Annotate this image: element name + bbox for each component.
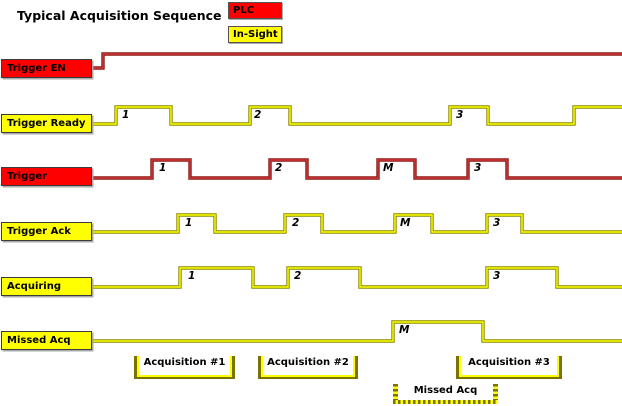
pulse-label-missed-acq-M: M: [399, 324, 410, 336]
pulse-label-acquiring-2: 2: [294, 270, 302, 282]
signal-label-trigger-ack: Trigger Ack: [1, 222, 92, 241]
pulse-label-trigger-ready-2: 2: [254, 109, 262, 121]
signal-label-missed-acq: Missed Acq: [1, 331, 92, 350]
bracket-label-acquisition-2: Acquisition #2: [267, 357, 349, 368]
trigger-en-waveform: [91, 53, 622, 69]
pulse-label-trigger-M: M: [383, 162, 394, 174]
missed-acq-waveform: [91, 321, 622, 342]
trigger-ack-waveform: [91, 214, 622, 233]
pulse-label-trigger-ack-2: 2: [292, 217, 300, 229]
pulse-label-trigger-ack-3: 3: [493, 217, 501, 229]
acquiring-waveform: [91, 267, 622, 288]
signal-label-acquiring: Acquiring: [1, 277, 92, 296]
pulse-label-trigger-1: 1: [159, 162, 167, 174]
bracket-acquisition-2: Acquisition #2: [258, 356, 358, 379]
bracket-acquisition-1: Acquisition #1: [134, 356, 235, 379]
diagram-title: Typical Acquisition Sequence: [17, 8, 222, 23]
dashed-bar-right-missed-acq-span: [493, 384, 498, 400]
signal-label-trigger: Trigger: [1, 167, 92, 186]
bracket-inner-acquisition-3: [459, 356, 559, 377]
pulse-label-trigger-3: 3: [474, 162, 482, 174]
pulse-label-trigger-2: 2: [275, 162, 283, 174]
signal-label-trigger-en: Trigger EN: [1, 59, 92, 78]
acquiring-waveform: [91, 266, 622, 289]
bracket-inner-acquisition-1: [137, 356, 232, 377]
pulse-label-trigger-ready-1: 1: [122, 109, 130, 121]
legend-insight-swatch: In-Sight: [228, 26, 282, 43]
signal-label-trigger-ready: Trigger Ready: [1, 114, 92, 133]
bracket-acquisition-3: Acquisition #3: [456, 356, 562, 379]
trigger-waveform: [91, 158, 622, 180]
trigger-ack-waveform: [91, 213, 622, 234]
pulse-label-trigger-ack-1: 1: [185, 217, 193, 229]
pulse-label-trigger-ack-M: M: [400, 217, 411, 229]
pulse-label-trigger-ready-3: 3: [456, 109, 464, 121]
bracket-missed-acq-span: Missed Acq: [393, 384, 498, 404]
trigger-ready-waveform: [91, 106, 622, 125]
trigger-waveform: [91, 159, 622, 179]
pulse-label-acquiring-3: 3: [493, 270, 501, 282]
missed-acq-waveform: [91, 320, 622, 343]
pulse-label-acquiring-1: 1: [188, 270, 196, 282]
bracket-label-missed-acq-span: Missed Acq: [413, 385, 478, 396]
dashed-bar-left-missed-acq-span: [393, 384, 398, 400]
trigger-en-waveform: [91, 52, 622, 70]
bracket-label-acquisition-3: Acquisition #3: [468, 357, 550, 368]
legend-plc-swatch: PLC: [228, 2, 282, 19]
bracket-inner-acquisition-2: [261, 356, 355, 377]
bracket-label-acquisition-1: Acquisition #1: [143, 357, 226, 368]
dashed-bar-bottom-missed-acq-span: [393, 400, 498, 404]
